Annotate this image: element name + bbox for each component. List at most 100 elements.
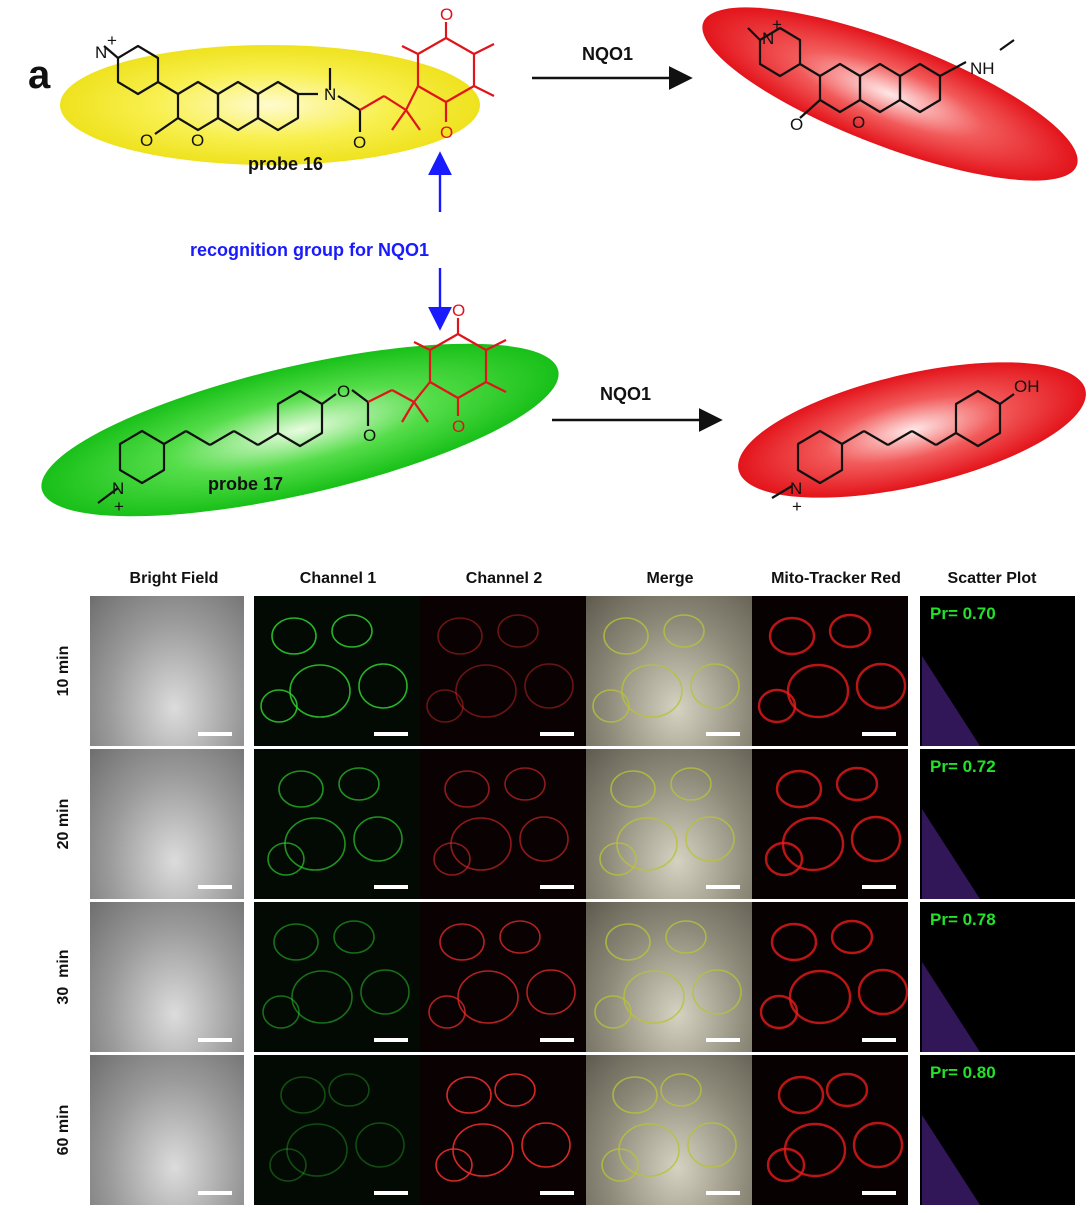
cell-outlines bbox=[757, 613, 907, 724]
scale-bar bbox=[540, 1191, 574, 1195]
cell-outline bbox=[428, 995, 466, 1029]
scatter-cloud bbox=[922, 962, 980, 1052]
cell-outline bbox=[592, 689, 630, 723]
cell-outline bbox=[286, 1123, 348, 1177]
cell-outline bbox=[825, 1072, 869, 1108]
cell-outline bbox=[670, 767, 712, 801]
cell-outlines bbox=[601, 1073, 737, 1182]
svg-text:N: N bbox=[112, 479, 124, 498]
cell-outline bbox=[623, 970, 685, 1024]
scale-bar bbox=[198, 885, 232, 889]
svg-text:NH: NH bbox=[970, 59, 995, 78]
row-time-text: 30 min bbox=[55, 949, 72, 1005]
svg-text:N: N bbox=[790, 479, 802, 498]
scatter-wedge bbox=[922, 656, 980, 746]
pearson-coefficient: Pr= 0.70 bbox=[930, 604, 996, 623]
micrograph-scatter-plot: Pr= 0.72 bbox=[920, 749, 1075, 899]
scatter-wedge bbox=[922, 962, 980, 1052]
cell-outline bbox=[353, 816, 403, 862]
scale-bar bbox=[862, 1038, 896, 1042]
cell-outline bbox=[665, 920, 707, 954]
scatter-wedge bbox=[922, 809, 980, 899]
cell-outline bbox=[450, 817, 512, 871]
cell-outline bbox=[355, 1122, 405, 1168]
product16-structure bbox=[747, 26, 1015, 119]
cell-outline bbox=[433, 842, 471, 876]
cell-outline bbox=[284, 817, 346, 871]
probe17-halo bbox=[41, 343, 559, 517]
cell-outline bbox=[830, 919, 874, 955]
row-time-label: 30 min bbox=[44, 902, 84, 1052]
micrograph-mito-tracker bbox=[752, 749, 908, 899]
cell-outline bbox=[260, 689, 298, 723]
micrograph-scatter-plot: Pr= 0.78 bbox=[920, 902, 1075, 1052]
cell-outline bbox=[775, 769, 823, 809]
cell-outline bbox=[494, 1073, 536, 1107]
cell-outlines bbox=[594, 920, 742, 1029]
svg-text:N: N bbox=[95, 43, 107, 62]
cell-outline bbox=[499, 920, 541, 954]
pearson-coefficient: Pr= 0.80 bbox=[930, 1063, 996, 1082]
cell-outline bbox=[687, 1122, 737, 1168]
svg-text:O: O bbox=[440, 5, 453, 24]
cell-outline bbox=[439, 923, 485, 961]
probe17-quinone bbox=[367, 318, 507, 423]
cell-outlines bbox=[428, 920, 576, 1029]
cell-outline bbox=[524, 663, 574, 709]
product16-halo bbox=[702, 7, 1078, 181]
cell-outline bbox=[273, 923, 319, 961]
col-header-bright-field: Bright Field bbox=[129, 570, 219, 587]
probe16-quinone bbox=[359, 22, 495, 131]
row-time-label: 10 min bbox=[44, 596, 84, 746]
probe17-label: probe 17 bbox=[208, 474, 283, 494]
cell-outline bbox=[338, 767, 380, 801]
cell-outline bbox=[504, 767, 546, 801]
col-header-scatter-plot: Scatter Plot bbox=[947, 570, 1037, 587]
scale-bar bbox=[374, 1038, 408, 1042]
cell-outlines bbox=[435, 1073, 571, 1182]
cell-outline bbox=[610, 770, 656, 808]
svg-text:O: O bbox=[852, 113, 865, 132]
cell-outline bbox=[452, 1123, 514, 1177]
cell-outline bbox=[333, 920, 375, 954]
svg-text:+: + bbox=[114, 497, 124, 516]
cell-outline bbox=[835, 766, 879, 802]
svg-text:+: + bbox=[792, 497, 802, 516]
cell-outline bbox=[358, 663, 408, 709]
cell-outline bbox=[660, 1073, 702, 1107]
scale-bar bbox=[862, 1191, 896, 1195]
cell-outline bbox=[267, 842, 305, 876]
col-header-channel1: Channel 1 bbox=[299, 570, 377, 587]
scale-bar bbox=[540, 885, 574, 889]
cell-outline bbox=[262, 995, 300, 1029]
scale-bar bbox=[706, 885, 740, 889]
col-header-mito-tracker: Mito-Tracker Red bbox=[771, 570, 901, 587]
micrograph-scatter-plot: Pr= 0.70 bbox=[920, 596, 1075, 746]
cell-outline bbox=[764, 841, 804, 877]
scatter-cloud bbox=[922, 656, 980, 746]
cell-outline bbox=[605, 923, 651, 961]
probe16-label: probe 16 bbox=[248, 154, 323, 174]
scatter-wedge bbox=[922, 1115, 980, 1205]
cell-outlines bbox=[759, 919, 908, 1030]
svg-text:OH: OH bbox=[1014, 377, 1040, 396]
cell-outlines bbox=[269, 1073, 405, 1182]
micrograph-bright-field bbox=[90, 902, 244, 1052]
enzyme-label-top: NQO1 bbox=[582, 44, 633, 64]
cell-outline bbox=[757, 688, 797, 724]
micrograph-scatter-plot: Pr= 0.80 bbox=[920, 1055, 1075, 1205]
cell-outline bbox=[594, 995, 632, 1029]
svg-text:O: O bbox=[337, 382, 350, 401]
micrograph-bright-field bbox=[90, 596, 244, 746]
cell-outline bbox=[768, 616, 816, 656]
row-time-text: 20 min bbox=[55, 798, 72, 850]
svg-text:O: O bbox=[452, 417, 465, 436]
scale-bar bbox=[862, 732, 896, 736]
cell-outline bbox=[766, 1147, 806, 1183]
imaging-grid: Bright Field Channel 1 Channel 2 Merge M… bbox=[55, 566, 1075, 1208]
cell-outline bbox=[278, 770, 324, 808]
micrograph-merge bbox=[586, 596, 752, 746]
micrograph-channel1 bbox=[254, 1055, 420, 1205]
